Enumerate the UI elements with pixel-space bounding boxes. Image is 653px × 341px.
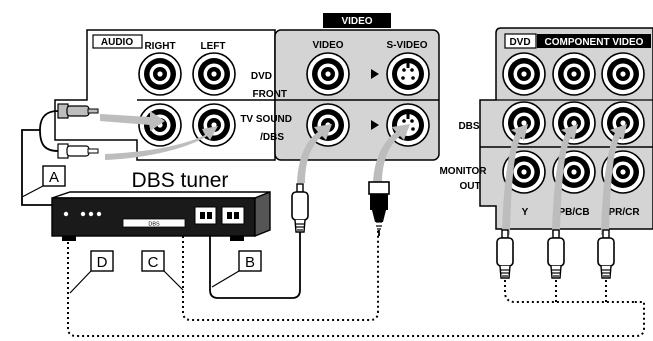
component-dvd-pb-jack [552, 52, 596, 96]
component-y-arrow-icon [502, 124, 528, 235]
audio-left-arrow-icon [105, 126, 218, 160]
video-dvd-jack [306, 52, 350, 96]
component-pr-plug [597, 229, 615, 279]
cable-c [182, 230, 379, 321]
component-pb-arrow-icon [552, 124, 578, 235]
video-column-label: VIDEO [312, 40, 343, 51]
dvd-row-label: DVD [251, 71, 272, 82]
svideo-column-label: S-VIDEO [386, 40, 427, 51]
front-row-label: FRONT [253, 89, 287, 100]
dbs-tuner: DBS tuner DBS [51, 169, 271, 241]
callout-c: C [141, 250, 184, 291]
component-pb-plug [547, 229, 565, 279]
callout-b-label: B [245, 254, 255, 271]
receiver-rear-panel: VIDEO AUDIO RIGHT LEFT VIDEO S-VIDEO DVD… [54, 13, 440, 161]
cable-a [21, 129, 52, 206]
audio-right-arrow-icon [100, 111, 165, 131]
tv-sound-row-label: TV SOUND [240, 114, 292, 125]
audio-cable-plugs [21, 103, 99, 206]
audio-label: AUDIO [101, 37, 133, 48]
dbs-tuner-title: DBS tuner [132, 169, 229, 192]
callout-b: B [211, 250, 262, 288]
right-channel-label: RIGHT [144, 41, 175, 52]
callout-c-label: C [148, 254, 159, 271]
cable-b [209, 232, 301, 299]
svideo-arrow-icon [373, 124, 410, 183]
left-channel-label: LEFT [201, 41, 226, 52]
component-dvd-y-jack [502, 52, 546, 96]
callout-d: D [69, 250, 114, 294]
connection-arrows [100, 111, 627, 235]
component-y-plug [496, 229, 514, 279]
svideo-dvd-jack [386, 52, 430, 96]
callout-a-label: A [49, 169, 59, 186]
video-plug [291, 183, 309, 233]
monitor-out-label: OUT [459, 181, 480, 192]
component-video-header: COMPONENT VIDEO [545, 37, 644, 48]
pr-cr-label: PR/CR [608, 207, 640, 218]
monitor-label: MONITOR [439, 166, 487, 177]
video-arrow-icon [297, 124, 332, 183]
audio-right-dvd-jack [138, 52, 182, 96]
video-section-header: VIDEO [341, 16, 372, 27]
component-dvd-pr-jack [601, 52, 645, 96]
pb-cb-label: PB/CB [558, 207, 589, 218]
component-pr-arrow-icon [601, 124, 627, 235]
audio-left-dvd-jack [192, 52, 236, 96]
y-label: Y [522, 207, 529, 218]
component-dvd-label: DVD [509, 37, 530, 48]
component-dbs-label: DBS [458, 121, 479, 132]
callout-d-label: D [97, 254, 108, 271]
dbs-row-label: /DBS [260, 132, 284, 143]
svideo-dbs-arrow-icon [371, 120, 379, 130]
svideo-plug [368, 181, 390, 230]
callout-a: A [21, 165, 66, 198]
svideo-dvd-arrow-icon [371, 69, 379, 79]
audio-right-dbs-jack [138, 103, 182, 147]
tuner-display-text: DBS [148, 222, 160, 228]
